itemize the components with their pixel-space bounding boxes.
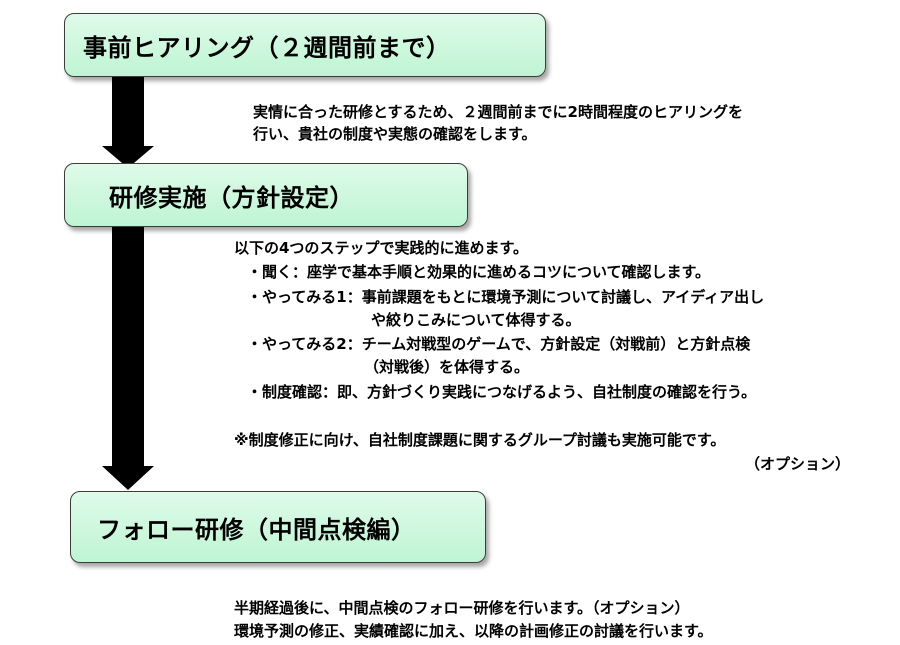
flow-arrow-shaft-2 <box>112 227 144 469</box>
step-description-pre-hearing-line-1: 実情に合った研修とするため、２週間前までに2時間程度のヒアリングを <box>253 103 743 121</box>
step-note-option: （オプション） <box>745 455 851 473</box>
step-item-try-1: ・やってみる1：事前課題をもとに環境予測について討議し、アイディア出し <box>247 288 765 306</box>
step-note-training: ※制度修正に向け、自社制度課題に関するグループ討議も実施可能です。 <box>234 431 726 449</box>
step-description-follow-up-line-2: 環境予測の修正、実績確認に加え、以降の計画修正の討議を行います。 <box>234 622 713 640</box>
step-box-follow-up: フォロー研修（中間点検編） <box>70 491 486 563</box>
step-box-training: 研修実施（方針設定） <box>64 163 468 227</box>
step-title-follow-up: フォロー研修（中間点検編） <box>97 515 416 544</box>
step-intro-training: 以下の4つのステップで実践的に進めます。 <box>234 239 528 257</box>
step-description-pre-hearing-line-2: 行い、貴社の制度や実態の確認をします。 <box>253 125 537 143</box>
step-title-training: 研修実施（方針設定） <box>109 183 354 212</box>
step-item-system-check: ・制度確認：即、方針づくり実践につなげるよう、自社制度の確認を行う。 <box>247 383 757 401</box>
step-item-try-2: ・やってみる2：チーム対戦型のゲームで、方針設定（対戦前）と方針点検 <box>247 335 751 353</box>
step-title-pre-hearing: 事前ヒアリング（２週間前まで） <box>83 33 451 62</box>
step-description-follow-up-line-1: 半期経過後に、中間点検のフォロー研修を行います。（オプション） <box>234 599 690 617</box>
step-item-try-1-continued: や絞りこみについて体得する。 <box>371 311 581 329</box>
step-item-try-2-continued: （対戦後）を体得する。 <box>364 358 530 376</box>
flow-arrowhead-1 <box>102 146 154 168</box>
flow-arrowhead-2 <box>102 466 154 490</box>
flow-arrow-shaft-1 <box>112 77 144 149</box>
step-box-pre-hearing: 事前ヒアリング（２週間前まで） <box>64 13 546 77</box>
step-item-listen: ・聞く：座学で基本手順と効果的に進めるコツについて確認します。 <box>247 263 711 281</box>
